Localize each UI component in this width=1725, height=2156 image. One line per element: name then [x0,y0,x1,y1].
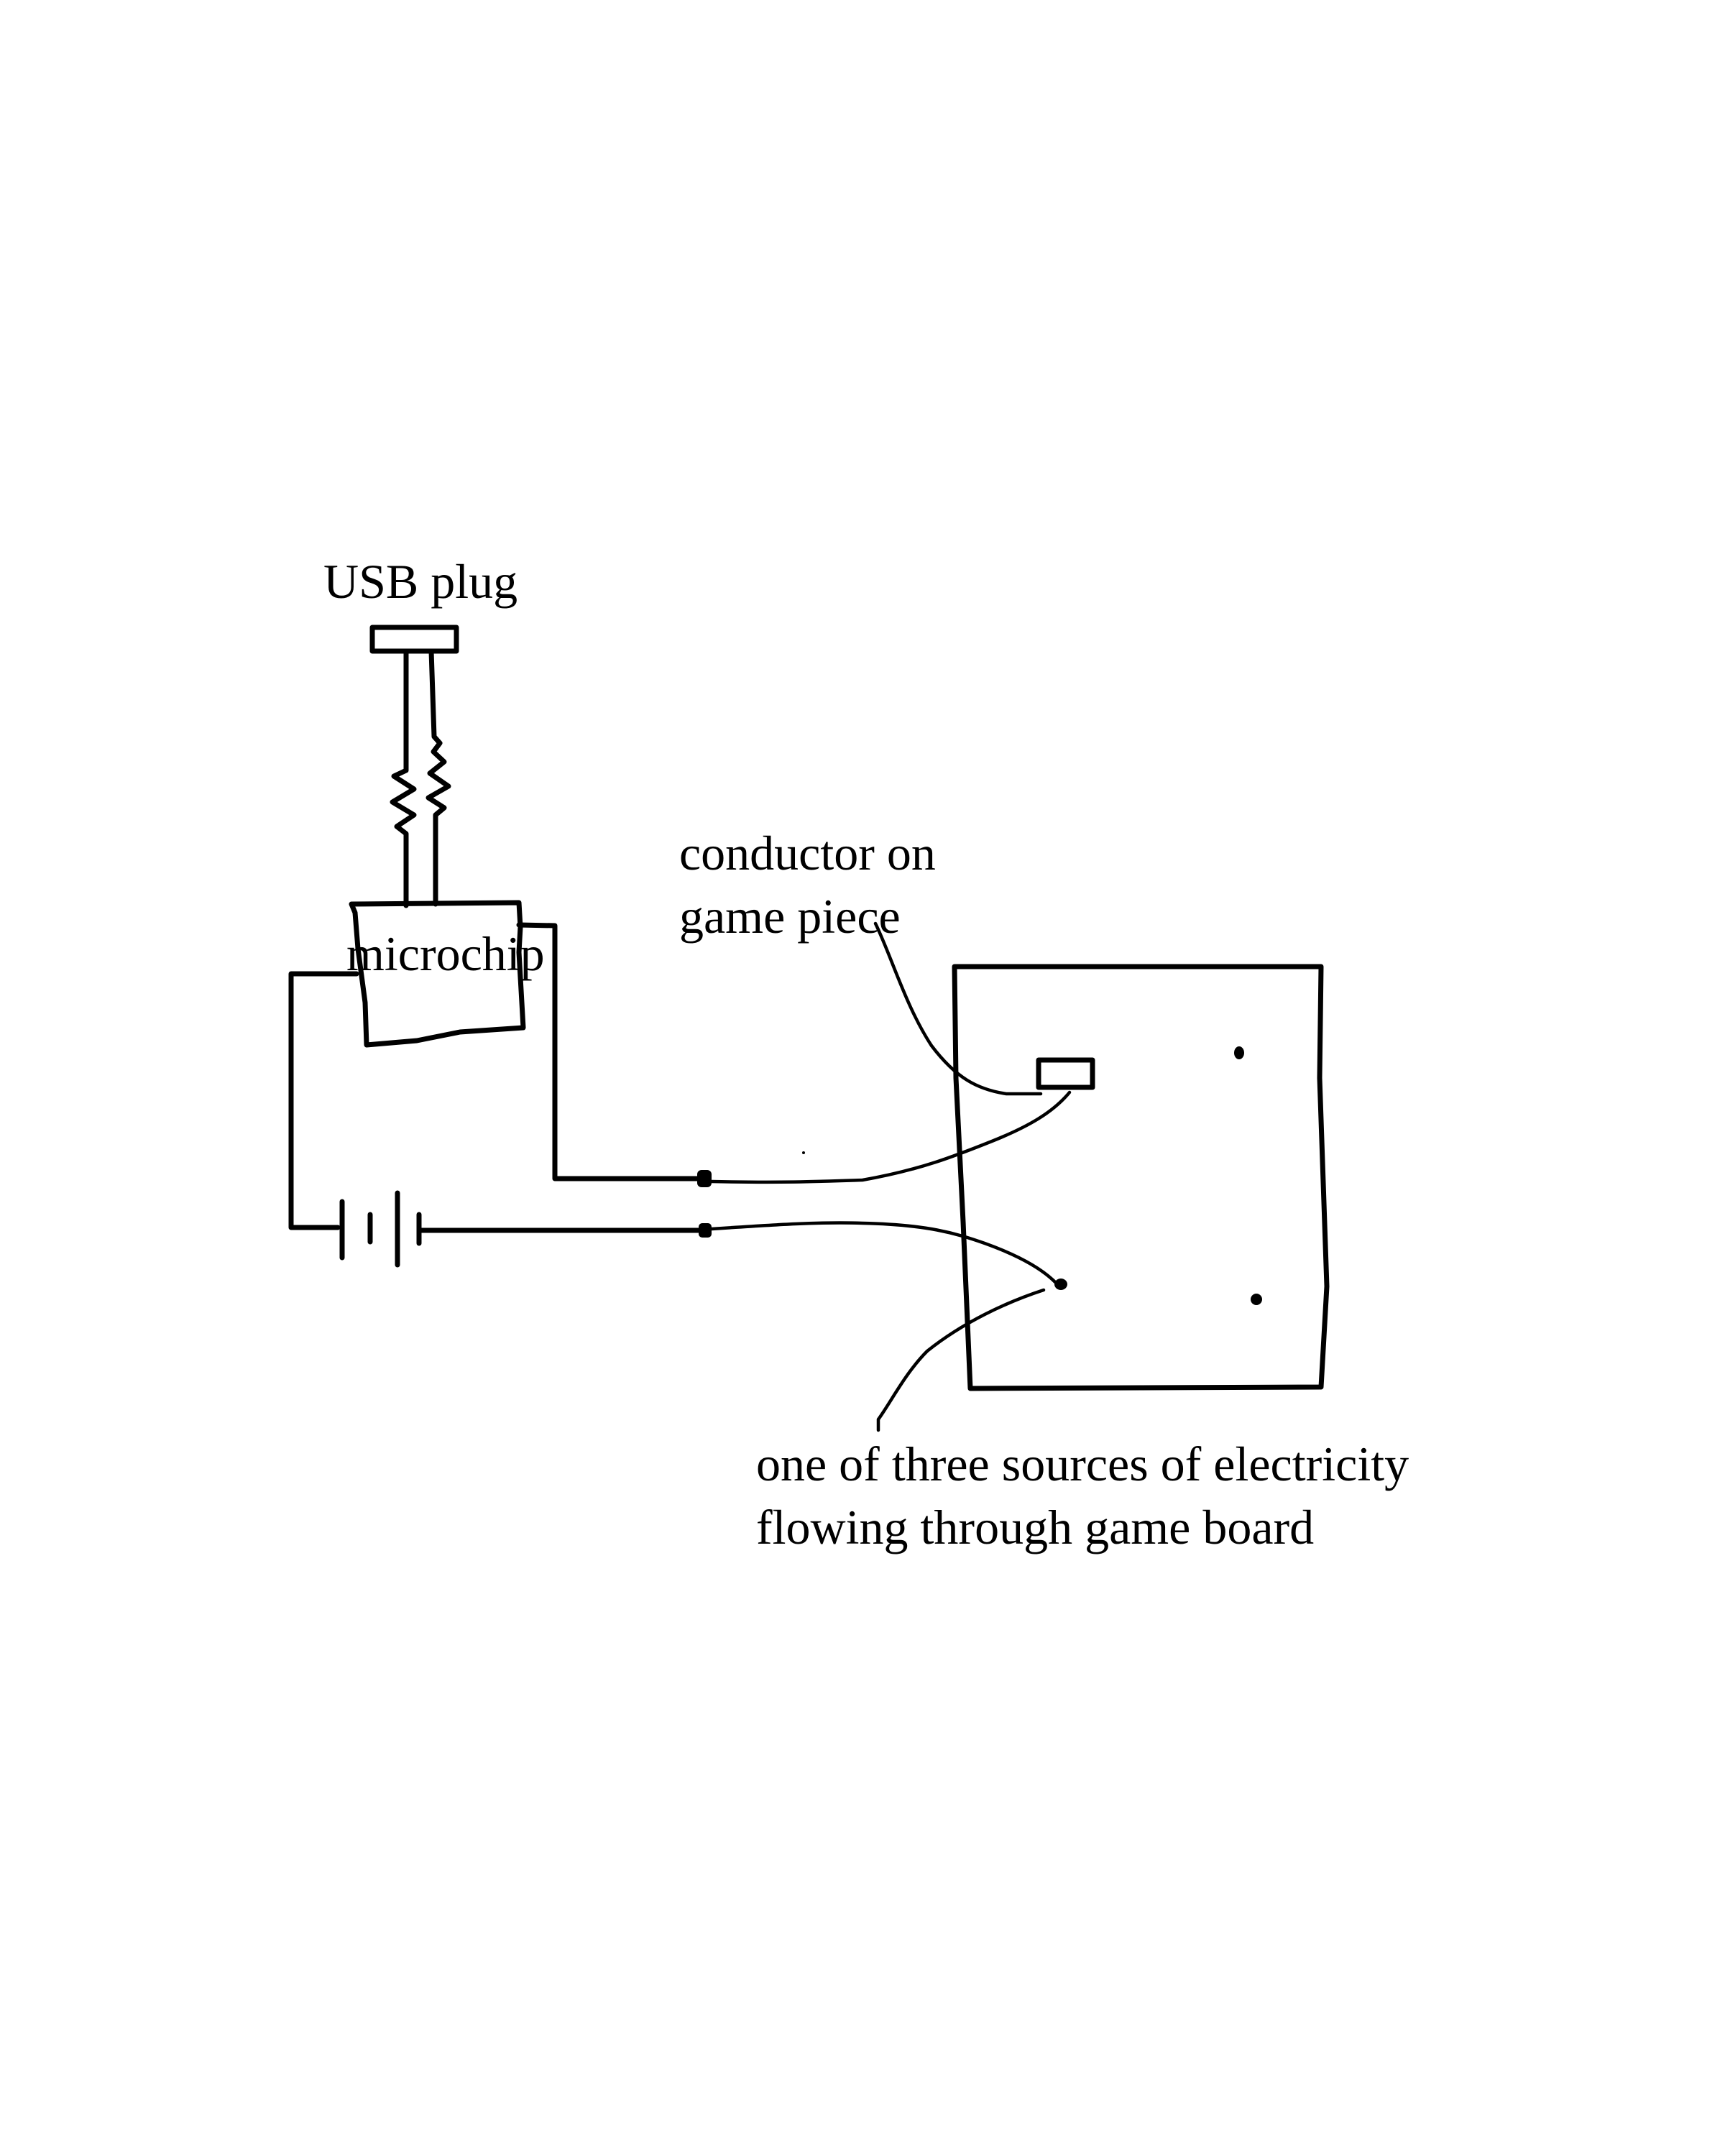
source-label-line2: flowing through game board [756,1500,1314,1554]
chip-ground-wire [288,971,359,1230]
resistor-left [390,648,417,908]
conductor-label-line2: game piece [679,889,901,944]
battery-icon [339,1190,709,1268]
usb-cable [390,648,451,908]
source-dot-2 [1054,1279,1067,1290]
board-source-dots [1054,1046,1262,1305]
usb-plug [369,625,459,654]
source-dot-1 [1234,1046,1244,1059]
resistor-right [426,648,451,907]
usb-plug-label: USB plug [323,554,518,609]
source-label-line1: one of three sources of electricity [756,1437,1409,1491]
chip-output-wire [516,922,709,1181]
conductor-rect [1036,1057,1095,1090]
microchip-label: microchip [346,926,545,981]
lower-board-wire [709,1221,1057,1284]
conductor-callout-line [873,921,1043,1096]
source-dot-3 [1251,1294,1262,1305]
stray-mark [802,1151,805,1154]
conductor-label-line1: conductor on [679,826,936,880]
lower-contact [699,1223,712,1238]
upper-contact [697,1170,712,1187]
game-board [952,964,1330,1391]
source-callout-line [876,1288,1046,1432]
upper-board-wire [709,1090,1072,1184]
